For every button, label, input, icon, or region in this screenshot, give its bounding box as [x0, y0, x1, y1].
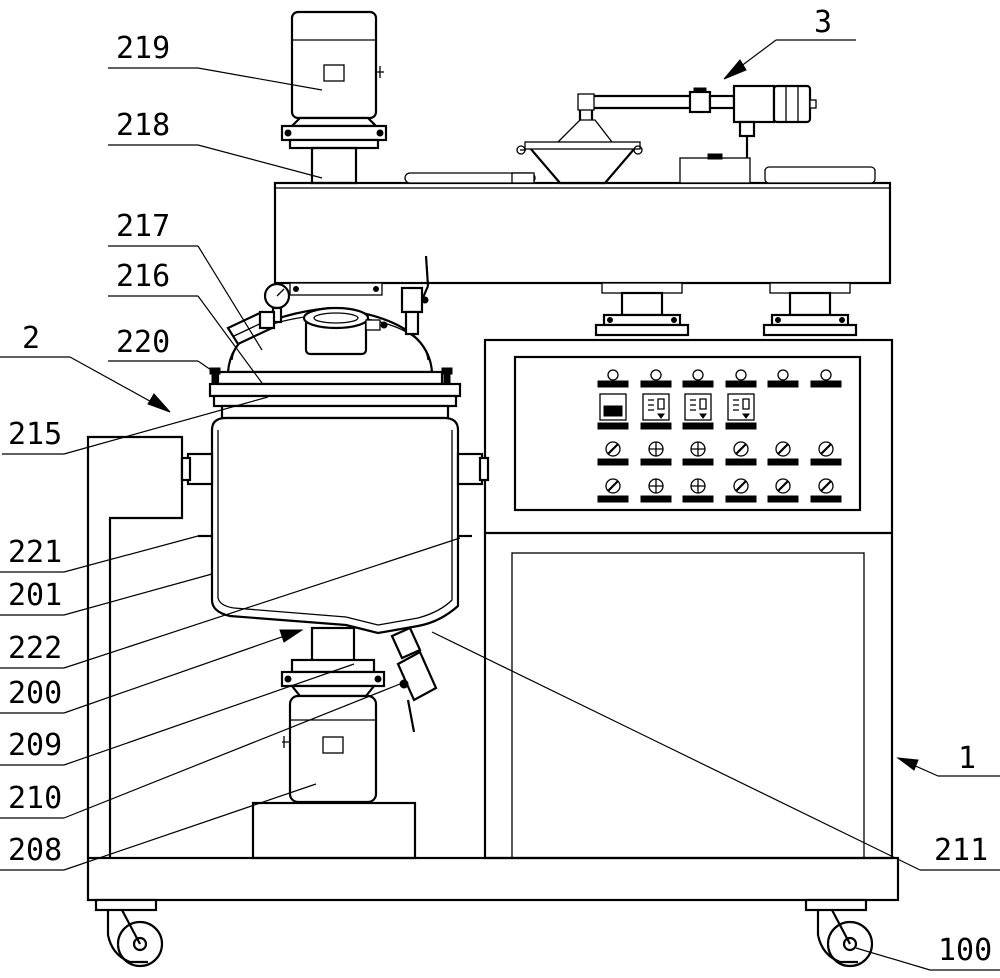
panel-display-digits	[648, 398, 665, 411]
panel-knob-mark	[735, 443, 747, 455]
callout-3: 3	[814, 5, 832, 40]
callout-216: 216	[116, 259, 170, 294]
panel-lamp-plate	[640, 380, 672, 388]
panel-knob-plate	[725, 458, 757, 466]
panel-knob-plate	[640, 495, 672, 503]
panel-lamp	[777, 369, 789, 381]
panel-display	[684, 393, 712, 421]
right-caster	[804, 898, 874, 968]
panel-knob-mark	[607, 443, 619, 455]
panel-lamp	[820, 369, 832, 381]
panel-knob-plate	[597, 458, 629, 466]
panel-display-plate	[725, 422, 757, 430]
vessel-lid	[208, 255, 462, 420]
top-beam	[273, 153, 892, 285]
panel-lamp-plate	[597, 380, 629, 388]
callout-221: 221	[8, 535, 62, 570]
callout-210: 210	[8, 781, 62, 816]
bottom-drive	[280, 626, 386, 804]
panel-lamp	[607, 369, 619, 381]
callout-209: 209	[8, 728, 62, 763]
panel-knob-mark	[649, 442, 663, 456]
panel-display	[642, 393, 670, 421]
callout-211: 211	[934, 833, 988, 868]
panel-lamp	[692, 369, 704, 381]
panel-knob-plate	[725, 495, 757, 503]
vessel-body	[180, 416, 490, 733]
panel-lamp-plate	[725, 380, 757, 388]
panel-knob-plate	[640, 458, 672, 466]
control-panel	[513, 355, 862, 512]
panel-knob-plate	[767, 458, 799, 466]
callout-100: 100	[938, 933, 992, 968]
callout-219: 219	[116, 31, 170, 66]
panel-knob-plate	[767, 495, 799, 503]
panel-knob-plate	[597, 495, 629, 503]
top-motor	[280, 10, 388, 150]
panel-knob-mark	[649, 479, 663, 493]
callout-222: 222	[8, 631, 62, 666]
panel-display-plate	[640, 422, 672, 430]
top-column	[310, 146, 358, 185]
panel-display-plate	[682, 422, 714, 430]
panel-knob-mark	[820, 443, 832, 455]
left-caster	[94, 898, 164, 968]
callout-208: 208	[8, 833, 62, 868]
callout-201: 201	[8, 578, 62, 613]
panel-display-plate	[597, 422, 629, 430]
callout-1: 1	[958, 741, 976, 776]
panel-knob-mark	[735, 480, 747, 492]
panel-display-digits	[690, 398, 707, 411]
panel-knob-plate	[810, 458, 842, 466]
panel-display	[727, 393, 755, 421]
beam-coupling-left	[289, 282, 383, 296]
machine-frame	[86, 338, 900, 902]
panel-display-screen	[603, 405, 623, 417]
panel-knob-mark	[691, 442, 705, 456]
panel-knob-mark	[607, 480, 619, 492]
panel-lamp-plate	[810, 380, 842, 388]
callout-220: 220	[116, 325, 170, 360]
callout-200: 200	[8, 676, 62, 711]
panel-display-mark	[699, 413, 707, 419]
panel-knob-plate	[682, 495, 714, 503]
beam-coupling-right	[762, 282, 858, 337]
panel-knob-plate	[682, 458, 714, 466]
panel-lamp	[650, 369, 662, 381]
panel-lamp	[735, 369, 747, 381]
callout-217: 217	[116, 209, 170, 244]
panel-knob-mark	[691, 479, 705, 493]
panel-lamp-plate	[682, 380, 714, 388]
panel-knob-mark	[777, 480, 789, 492]
callout-218: 218	[116, 108, 170, 143]
callout-215: 215	[8, 417, 62, 452]
callout-labels: 219 218 3 217 216 2 220 215 221	[0, 5, 1000, 971]
beam-coupling-mid	[594, 282, 690, 337]
panel-display-mark	[742, 413, 750, 419]
panel-lamp-plate	[767, 380, 799, 388]
callout-2: 2	[22, 321, 40, 356]
panel-knob-mark	[777, 443, 789, 455]
vacuum-unit	[516, 84, 817, 185]
panel-display-mark	[657, 413, 665, 419]
panel-knob-mark	[820, 480, 832, 492]
panel-knob-plate	[810, 495, 842, 503]
panel-display-digits	[733, 398, 750, 411]
